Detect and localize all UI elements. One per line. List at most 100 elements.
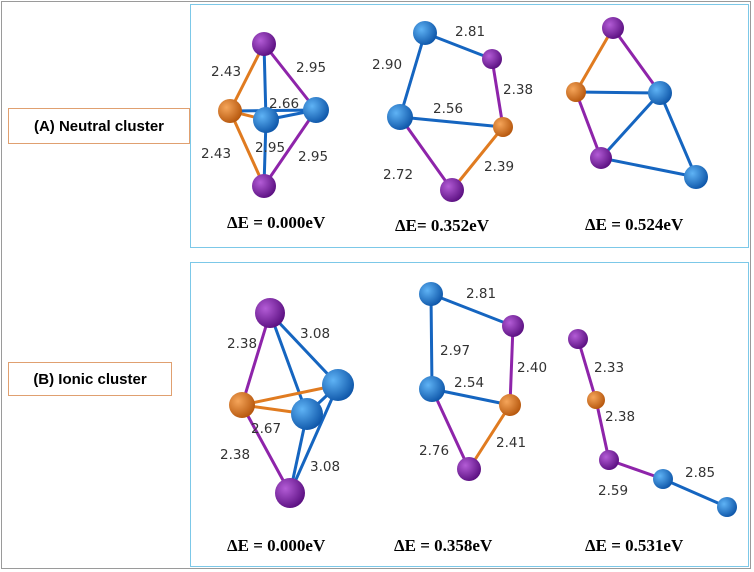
bond-length-label: 2.33 bbox=[594, 360, 624, 376]
panel-b-label: (B) Ionic cluster bbox=[8, 362, 172, 396]
bond-length-label: 2.39 bbox=[484, 159, 514, 175]
bond-length-label: 2.38 bbox=[503, 82, 533, 98]
bond bbox=[268, 311, 309, 416]
bond-length-label: 2.85 bbox=[685, 465, 715, 481]
bond bbox=[450, 125, 505, 192]
bond bbox=[576, 337, 598, 402]
atom-purple bbox=[275, 478, 305, 508]
atom-purple bbox=[568, 329, 588, 349]
energy-label: ΔE = 0.358eV bbox=[394, 536, 493, 555]
atom-purple bbox=[457, 457, 481, 481]
bond-length-label: 2.95 bbox=[296, 60, 326, 76]
bond-length-label: 2.54 bbox=[454, 375, 484, 391]
panel-a-label: (A) Neutral cluster bbox=[8, 108, 190, 144]
bond bbox=[429, 292, 434, 391]
bond bbox=[574, 90, 603, 160]
bond-length-label: 2.41 bbox=[496, 435, 526, 451]
structure-b3: 2.33 2.38 2.59 2.85 ΔE = 0.531eV bbox=[568, 329, 737, 555]
structure-b1: 2.38 3.08 2.67 2.38 3.08 ΔE = 0.000eV bbox=[220, 298, 354, 555]
bond bbox=[398, 115, 454, 192]
bond bbox=[228, 109, 266, 188]
bond-length-label: 2.56 bbox=[433, 101, 463, 117]
atom-orange bbox=[493, 117, 513, 137]
bond bbox=[599, 156, 698, 179]
atom-blue bbox=[303, 97, 329, 123]
energy-label: ΔE= 0.352eV bbox=[395, 216, 490, 235]
bond-length-label: 2.81 bbox=[466, 286, 496, 302]
bond-length-label: 2.67 bbox=[251, 421, 281, 437]
bond-length-label: 2.66 bbox=[269, 96, 299, 112]
panel-b-frame bbox=[190, 262, 749, 567]
atom-blue bbox=[419, 282, 443, 306]
bond-length-label: 2.40 bbox=[517, 360, 547, 376]
bond bbox=[430, 387, 471, 471]
atom-orange bbox=[587, 391, 605, 409]
structure-a3: ΔE = 0.524eV bbox=[566, 17, 708, 234]
bond bbox=[288, 383, 340, 495]
bond-length-label: 2.81 bbox=[455, 24, 485, 40]
bond-length-label: 2.38 bbox=[220, 447, 250, 463]
atom-purple bbox=[590, 147, 612, 169]
atom-purple bbox=[252, 32, 276, 56]
energy-label: ΔE = 0.000eV bbox=[227, 213, 326, 232]
atom-blue bbox=[648, 81, 672, 105]
bond-length-label: 2.43 bbox=[211, 64, 241, 80]
bond bbox=[429, 292, 515, 328]
structure-a2: 2.81 2.90 2.38 2.56 2.72 2.39 ΔE= 0.352e… bbox=[372, 21, 533, 235]
bond-length-label: 2.72 bbox=[383, 167, 413, 183]
bond-length-label: 2.43 bbox=[201, 146, 231, 162]
atom-blue bbox=[387, 104, 413, 130]
bond-length-label: 2.76 bbox=[419, 443, 449, 459]
bond-length-label: 2.38 bbox=[227, 336, 257, 352]
atom-purple bbox=[482, 49, 502, 69]
bond bbox=[658, 91, 698, 179]
atom-blue bbox=[717, 497, 737, 517]
structure-a1: 2.43 2.95 2.66 2.43 2.95 2.95 ΔE = 0.000… bbox=[201, 32, 329, 232]
bond-length-label: 2.95 bbox=[255, 140, 285, 156]
atom-blue bbox=[684, 165, 708, 189]
energy-label: ΔE = 0.000eV bbox=[227, 536, 326, 555]
bond bbox=[508, 324, 515, 407]
atom-purple bbox=[602, 17, 624, 39]
bond bbox=[490, 57, 505, 129]
bond-length-label: 2.38 bbox=[605, 409, 635, 425]
atom-purple bbox=[502, 315, 524, 337]
bond-length-label: 2.97 bbox=[440, 343, 470, 359]
atom-blue bbox=[413, 21, 437, 45]
bond-length-label: 2.90 bbox=[372, 57, 402, 73]
atom-purple bbox=[255, 298, 285, 328]
bond bbox=[611, 26, 662, 95]
energy-label: ΔE = 0.524eV bbox=[585, 215, 684, 234]
bond-length-label: 3.08 bbox=[300, 326, 330, 342]
energy-label: ΔE = 0.531eV bbox=[585, 536, 684, 555]
atom-blue bbox=[291, 398, 323, 430]
bond bbox=[228, 42, 266, 113]
atom-orange bbox=[229, 392, 255, 418]
bond-length-label: 2.95 bbox=[298, 149, 328, 165]
bond bbox=[467, 403, 512, 471]
bond bbox=[574, 90, 662, 95]
bond bbox=[268, 311, 340, 387]
atom-blue bbox=[653, 469, 673, 489]
atom-orange bbox=[499, 394, 521, 416]
panel-a-frame bbox=[190, 4, 749, 248]
bond bbox=[594, 398, 611, 462]
bond-length-label: 3.08 bbox=[310, 459, 340, 475]
bond bbox=[430, 387, 512, 407]
atom-purple bbox=[440, 178, 464, 202]
bond bbox=[262, 42, 318, 112]
atom-purple bbox=[252, 174, 276, 198]
bond bbox=[240, 383, 340, 407]
bond bbox=[262, 108, 318, 188]
bond bbox=[398, 115, 505, 129]
bond bbox=[398, 31, 427, 119]
bond bbox=[574, 26, 615, 94]
bond bbox=[240, 403, 292, 495]
atom-orange bbox=[566, 82, 586, 102]
bond-length-label: 2.59 bbox=[598, 483, 628, 499]
bond bbox=[661, 477, 729, 509]
atom-purple bbox=[599, 450, 619, 470]
bond bbox=[599, 91, 662, 160]
